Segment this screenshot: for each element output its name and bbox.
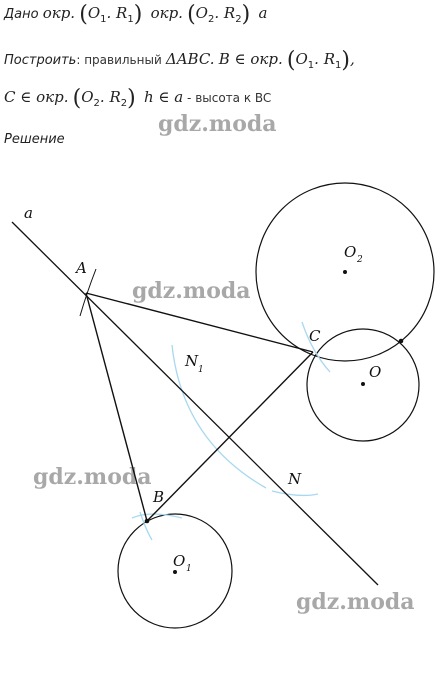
- label-O1: O: [173, 552, 185, 570]
- label-a: a: [24, 204, 33, 222]
- construct-R1: R: [323, 50, 336, 68]
- label-N1: N: [184, 352, 199, 370]
- construction-arc-N: [271, 490, 319, 497]
- given-O1-sub: 1: [100, 14, 107, 25]
- given-label: Дано: [4, 7, 39, 22]
- watermark-upper-middle: gdz.moda: [132, 278, 251, 304]
- construct-label: Построить: [4, 53, 77, 68]
- point-B: [144, 518, 150, 524]
- point-circle-intersection: [398, 338, 404, 344]
- given-R1: R: [116, 4, 128, 22]
- construction-arc-C: [301, 321, 331, 373]
- watermark-top: gdz.moda: [158, 111, 277, 137]
- point-O: [361, 382, 365, 386]
- given-O1: O: [87, 4, 101, 22]
- given-R1-sub: 1: [127, 14, 134, 25]
- condition-O2-sub: 2: [93, 98, 100, 109]
- watermark-lower-left: gdz.moda: [33, 464, 152, 490]
- construction-arc-A: [79, 268, 97, 317]
- label-O1-sub: 1: [186, 564, 192, 574]
- segment-BC: [146, 351, 314, 522]
- given-O2-sub: 2: [207, 14, 215, 25]
- circle-O: [306, 328, 420, 442]
- construct-R1-sub: 1: [335, 60, 342, 71]
- line-a: [11, 221, 379, 586]
- condition-C: C ∈ окр.: [4, 88, 69, 106]
- label-N1-sub: 1: [198, 365, 204, 375]
- label-B: B: [152, 488, 164, 506]
- label-O: O: [369, 363, 381, 381]
- given-circle2-word: окр.: [150, 4, 183, 22]
- condition-h: h ∈ a: [143, 88, 184, 106]
- condition-rest: - высота к BC: [183, 91, 272, 105]
- given-R2-sub: 2: [235, 14, 242, 25]
- condition-R2-sub: 2: [120, 98, 128, 109]
- circle-O1: [117, 513, 233, 629]
- solution-line: Решение: [4, 132, 65, 147]
- point-O1: [173, 570, 177, 574]
- given-line: Дано окр. (O1. R1) окр. (O2. R2) a: [4, 2, 268, 27]
- construction-arc-N1: [171, 344, 267, 489]
- label-C: C: [309, 327, 321, 345]
- construct-O1-sub: 1: [307, 60, 315, 71]
- label-N: N: [287, 470, 302, 488]
- given-O2: O: [195, 4, 208, 22]
- given-circle1-word: окр.: [42, 4, 76, 22]
- segment-AC: [85, 292, 314, 353]
- condition-R2: R: [109, 88, 121, 106]
- construct-O1: O: [295, 50, 308, 68]
- construct-triangle: ΔABC.: [165, 50, 215, 68]
- circle-O2: [255, 182, 435, 362]
- label-O2-sub: 2: [356, 255, 363, 265]
- segment-AB: [85, 292, 148, 522]
- construct-B: B ∈ окр.: [218, 50, 283, 68]
- given-a: a: [258, 4, 268, 22]
- construct-text: : правильный: [76, 53, 162, 67]
- point-O2: [343, 270, 347, 274]
- condition-line: C ∈ окр. (O2. R2) h ∈ a - высота к BC: [4, 86, 272, 111]
- solution-label: Решение: [4, 132, 65, 147]
- watermark-bottom: gdz.moda: [296, 589, 415, 615]
- construct-line: Построить: правильный ΔABC. B ∈ окр. (O1…: [4, 48, 355, 73]
- given-R2: R: [223, 4, 236, 22]
- label-A: A: [74, 259, 87, 277]
- condition-O2: O: [81, 88, 94, 106]
- label-O2: O: [344, 243, 356, 261]
- construction-arc-B2: [139, 511, 153, 541]
